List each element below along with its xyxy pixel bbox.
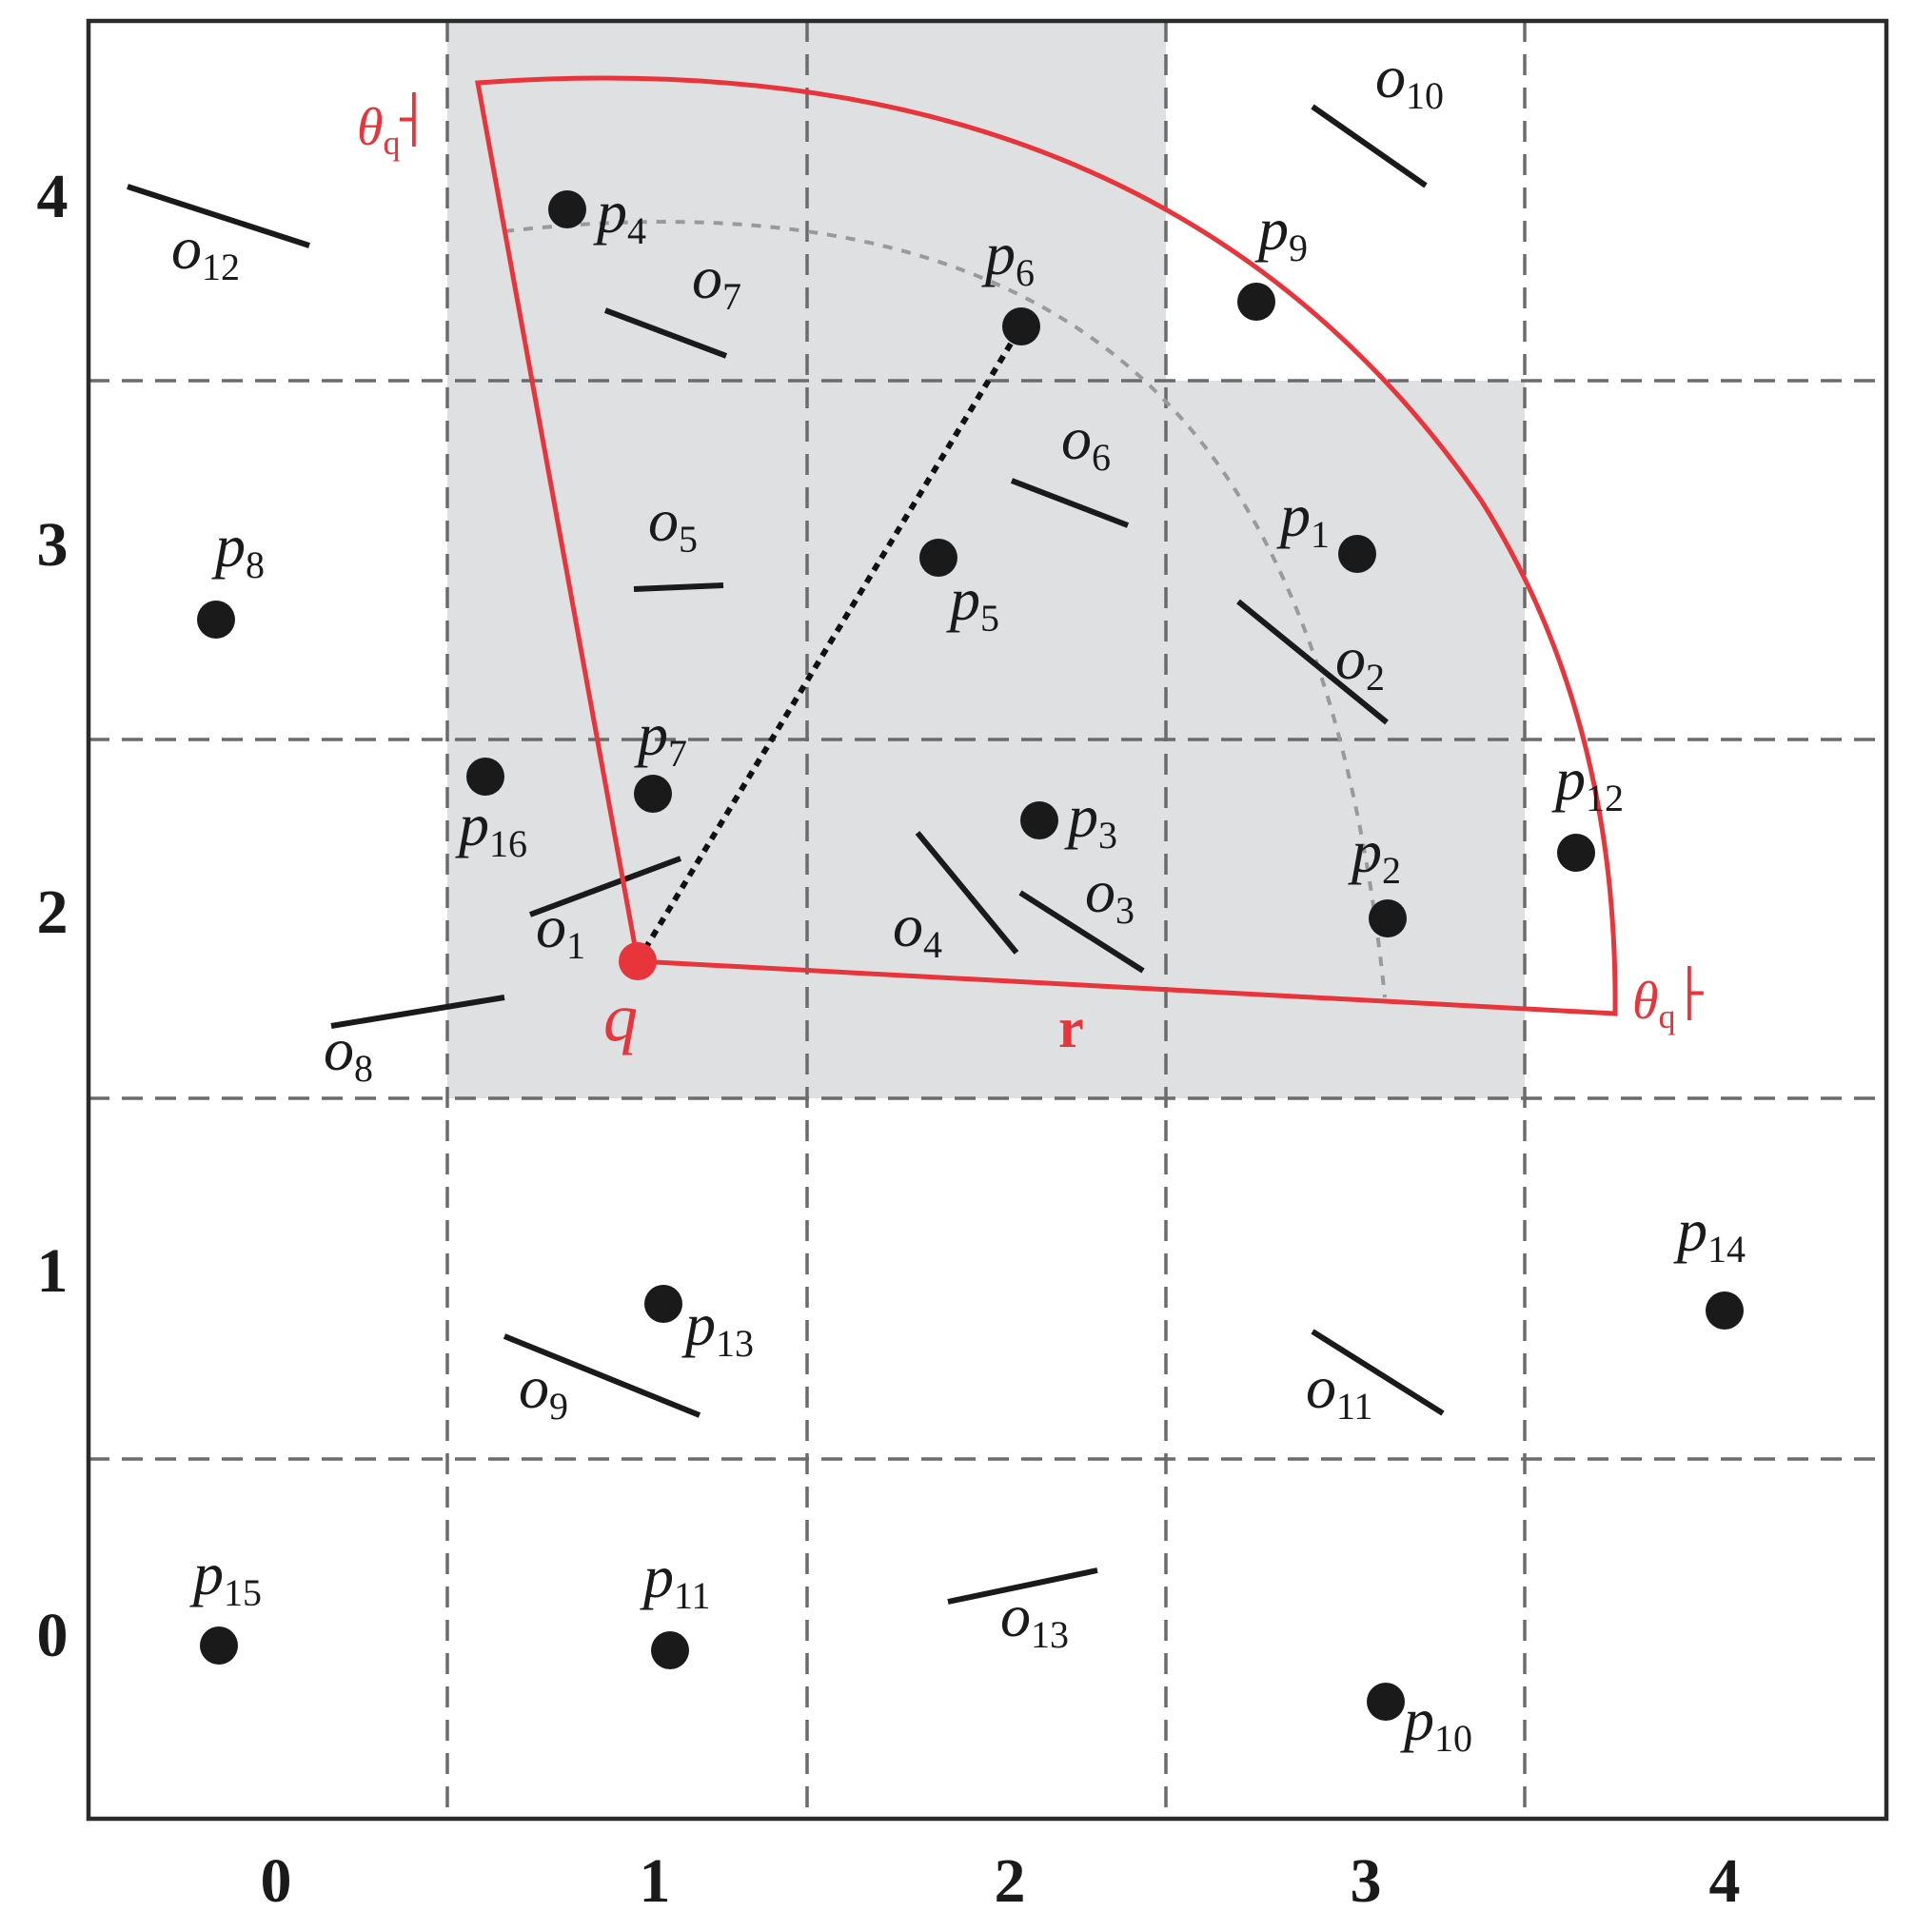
- obstacle-o13: [947, 1567, 1098, 1605]
- label-p3: p3: [1064, 782, 1117, 857]
- x-tick-4: 4: [1709, 1846, 1741, 1916]
- obstacle-o9: [503, 1333, 701, 1418]
- point-p3: [1020, 801, 1058, 839]
- point-p9: [1237, 283, 1275, 321]
- obstacle-o10: [1311, 104, 1428, 188]
- x-axis-labels: 0 1 2 3 4: [261, 1846, 1741, 1916]
- point-p15: [200, 1626, 238, 1665]
- theta-left-label: θq┤: [357, 91, 427, 162]
- label-o9: o9: [519, 1353, 568, 1428]
- label-p12: p12: [1551, 745, 1624, 819]
- label-o6: o6: [1061, 404, 1111, 479]
- radius-line-q-p6: [635, 325, 1024, 963]
- obstacle-o4: [915, 831, 1019, 955]
- label-p2: p2: [1348, 818, 1401, 892]
- label-o7: o7: [692, 244, 741, 318]
- obstacle-o8: [330, 995, 505, 1029]
- obstacle-o1: [528, 856, 682, 917]
- label-p10: p10: [1400, 1686, 1472, 1760]
- label-p8: p8: [211, 512, 265, 586]
- query-annotations: q r θq┤ θq├: [357, 91, 1705, 1059]
- label-o2: o2: [1335, 624, 1385, 699]
- x-tick-2: 2: [995, 1846, 1026, 1916]
- point-p1: [1338, 535, 1376, 573]
- obstacle-o5: [633, 582, 724, 592]
- y-tick-1: 1: [37, 1236, 69, 1306]
- points: [197, 190, 1744, 1721]
- obstacle-o6: [1010, 478, 1130, 528]
- y-tick-2: 2: [37, 877, 69, 947]
- x-tick-0: 0: [261, 1846, 292, 1916]
- label-p13: p13: [681, 1291, 754, 1365]
- point-p16: [466, 758, 504, 796]
- label-p6: p6: [981, 220, 1035, 294]
- point-p5: [919, 539, 957, 577]
- y-tick-4: 4: [37, 162, 69, 231]
- obstacle-o3: [1018, 890, 1145, 974]
- query-point-q: [619, 942, 657, 980]
- label-o8: o8: [324, 1015, 373, 1090]
- obstacles: [127, 104, 1445, 1605]
- label-o13: o13: [1000, 1582, 1069, 1656]
- x-tick-3: 3: [1351, 1846, 1382, 1916]
- point-p7: [634, 775, 672, 813]
- obstacle-labels: o1 o2 o3 o4 o5 o6 o7 o8 o9 o10 o11 o12 o…: [171, 43, 1444, 1656]
- point-p14: [1706, 1291, 1744, 1330]
- label-p14: p14: [1673, 1196, 1746, 1271]
- label-p16: p16: [455, 791, 527, 865]
- q-label: q: [603, 979, 638, 1055]
- label-p4: p4: [593, 178, 646, 252]
- obstacle-o12: [127, 184, 310, 248]
- y-tick-3: 3: [37, 510, 69, 580]
- point-p10: [1367, 1683, 1405, 1721]
- point-p12: [1557, 834, 1595, 872]
- label-o4: o4: [893, 892, 942, 966]
- point-p2: [1369, 899, 1407, 937]
- label-p1: p1: [1276, 482, 1330, 556]
- r-label: r: [1058, 996, 1084, 1059]
- x-tick-1: 1: [640, 1846, 671, 1916]
- label-o3: o3: [1085, 858, 1135, 932]
- point-p13: [644, 1285, 682, 1323]
- point-labels: p1 p2 p3 p4 p5 p6 p7 p8 p9 p10 p11 p12 p…: [189, 178, 1746, 1760]
- point-p11: [651, 1631, 689, 1669]
- label-o12: o12: [171, 214, 240, 288]
- theta-right-label: θq├: [1632, 965, 1705, 1035]
- point-p6: [1002, 307, 1040, 345]
- obstacle-o7: [603, 307, 728, 359]
- radius-arc: [503, 220, 1387, 998]
- label-p15: p15: [189, 1540, 262, 1614]
- obstacle-o11: [1311, 1329, 1445, 1416]
- plot-frame: [86, 18, 1889, 1822]
- label-o11: o11: [1306, 1353, 1373, 1428]
- point-p8: [197, 601, 235, 639]
- label-p7: p7: [634, 700, 687, 775]
- label-p5: p5: [946, 565, 999, 640]
- label-p11: p11: [640, 1543, 711, 1617]
- point-p4: [548, 190, 586, 228]
- label-p9: p9: [1254, 195, 1308, 269]
- y-axis-labels: 4 3 2 1 0: [37, 162, 69, 1670]
- y-tick-0: 0: [37, 1601, 69, 1670]
- label-o10: o10: [1375, 43, 1444, 117]
- query-sector: [475, 75, 1618, 1016]
- obstacle-o2: [1236, 599, 1389, 725]
- label-o5: o5: [648, 486, 698, 561]
- label-o1: o1: [536, 893, 585, 967]
